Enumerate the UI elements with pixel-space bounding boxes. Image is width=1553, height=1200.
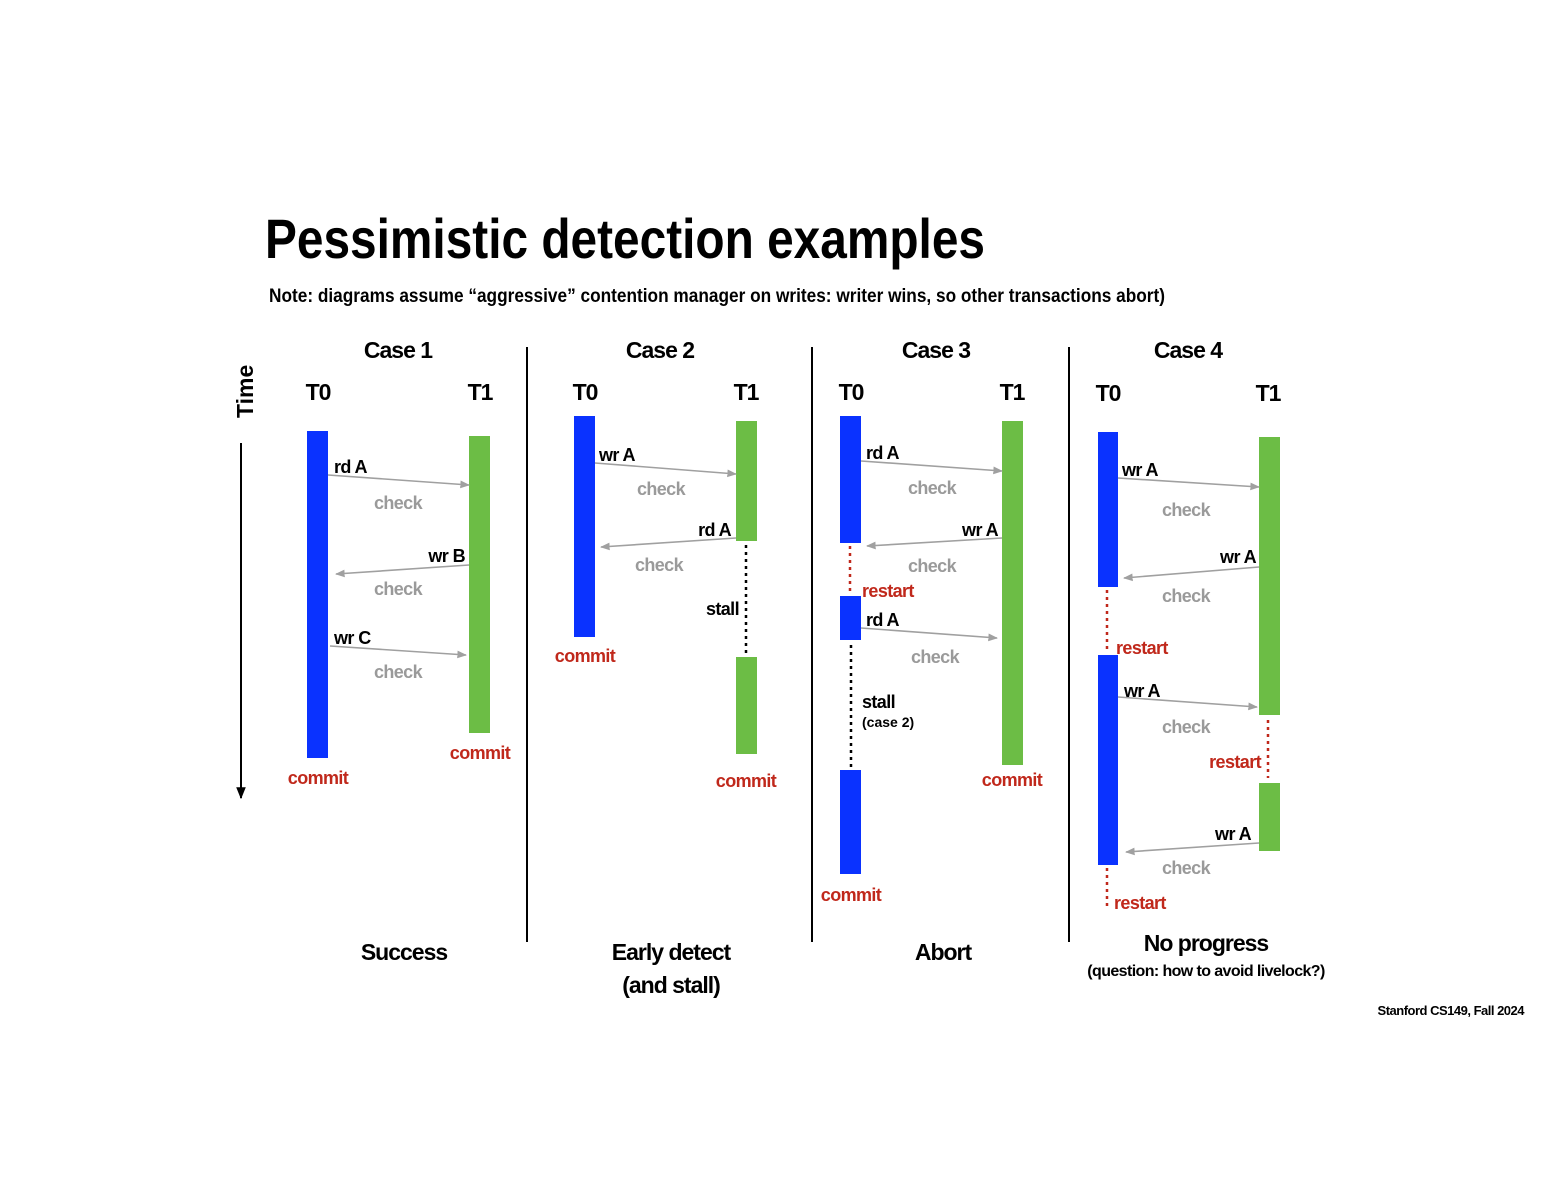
op-label: rd A <box>698 520 732 540</box>
check-arrow <box>335 564 470 578</box>
op-label: wr A <box>1214 824 1252 844</box>
op-label: wr C <box>333 628 371 648</box>
commit-label: commit <box>982 770 1043 790</box>
t0-label: T0 <box>306 379 331 405</box>
case-title: Case 4 <box>1154 337 1223 363</box>
case-3: Case 3 T0 T1 rd A check wr A check resta… <box>821 337 1044 965</box>
restart-label: restart <box>1116 638 1168 658</box>
check-label: check <box>1162 586 1212 606</box>
commit-label: commit <box>450 743 511 763</box>
check-label: check <box>374 579 424 599</box>
check-label: check <box>637 479 687 499</box>
t0-transaction-bar <box>307 431 328 758</box>
op-label: wr A <box>1121 460 1159 480</box>
t0-transaction-bar <box>574 416 595 637</box>
check-arrow <box>1123 566 1260 582</box>
check-arrow <box>327 474 470 489</box>
check-arrow <box>1117 696 1258 711</box>
t1-transaction-bar <box>1259 783 1280 851</box>
t0-label: T0 <box>1096 380 1121 406</box>
case-caption: Early detect <box>612 939 732 965</box>
op-label: rd A <box>334 457 368 477</box>
restart-label: restart <box>1114 893 1166 913</box>
case-caption: (and stall) <box>622 972 720 998</box>
check-label: check <box>374 662 424 682</box>
commit-label: commit <box>288 768 349 788</box>
case-caption: Success <box>361 939 448 965</box>
t1-label: T1 <box>1256 380 1282 406</box>
op-label: rd A <box>866 443 900 463</box>
stall-label: stall <box>706 599 739 619</box>
check-arrow <box>594 462 737 478</box>
check-label: check <box>374 493 424 513</box>
check-arrow <box>866 537 1003 550</box>
check-label: check <box>911 647 961 667</box>
stall-note: (case 2) <box>862 714 914 730</box>
t1-label: T1 <box>1000 379 1026 405</box>
check-arrow <box>860 460 1003 475</box>
op-label: wr A <box>1123 681 1161 701</box>
op-label: wr A <box>1219 547 1257 567</box>
case-question: (question: how to avoid livelock?) <box>1087 963 1325 980</box>
op-label: rd A <box>866 610 900 630</box>
restart-label: restart <box>1209 752 1261 772</box>
t0-label: T0 <box>573 379 598 405</box>
t0-transaction-bar <box>840 770 861 874</box>
t0-transaction-bar <box>840 416 861 543</box>
check-arrow <box>600 537 737 551</box>
commit-label: commit <box>716 771 777 791</box>
case-1: Case 1 T0 T1 rd A check wr B check wr C … <box>288 337 512 965</box>
case-caption: Abort <box>915 939 973 965</box>
check-label: check <box>1162 717 1212 737</box>
t1-label: T1 <box>468 379 494 405</box>
case-2: Case 2 T0 T1 wr A check rd A check stall… <box>555 337 778 998</box>
time-label: Time <box>232 365 258 418</box>
case-title: Case 2 <box>626 337 694 363</box>
t0-transaction-bar <box>840 596 861 640</box>
check-arrow <box>860 627 998 642</box>
check-label: check <box>635 555 685 575</box>
op-label: wr A <box>598 445 636 465</box>
op-label: wr A <box>961 520 999 540</box>
t1-transaction-bar <box>1002 421 1023 765</box>
check-label: check <box>908 478 958 498</box>
slide-title: Pessimistic detection examples <box>265 207 985 270</box>
t1-transaction-bar <box>469 436 490 733</box>
t0-transaction-bar <box>1098 432 1118 587</box>
slide-note: Note: diagrams assume “aggressive” conte… <box>269 286 1165 307</box>
t0-transaction-bar <box>1098 655 1118 865</box>
check-label: check <box>908 556 958 576</box>
commit-label: commit <box>821 885 882 905</box>
footer-credit: Stanford CS149, Fall 2024 <box>1378 1003 1526 1018</box>
check-arrow <box>329 645 467 659</box>
t1-transaction-bar <box>736 657 757 754</box>
case-title: Case 3 <box>902 337 970 363</box>
case-title: Case 1 <box>364 337 433 363</box>
restart-label: restart <box>862 581 914 601</box>
op-label: wr B <box>427 546 465 566</box>
check-arrow <box>1117 477 1260 491</box>
case-4: Case 4 T0 T1 wr A check wr A check resta… <box>1087 337 1325 980</box>
t1-label: T1 <box>734 379 760 405</box>
commit-label: commit <box>555 646 616 666</box>
check-label: check <box>1162 500 1212 520</box>
stall-label: stall <box>862 692 895 712</box>
check-arrow <box>1125 842 1260 856</box>
check-label: check <box>1162 858 1212 878</box>
t1-transaction-bar <box>1259 437 1280 715</box>
case-caption: No progress <box>1144 930 1269 956</box>
t0-label: T0 <box>839 379 864 405</box>
t1-transaction-bar <box>736 421 757 541</box>
